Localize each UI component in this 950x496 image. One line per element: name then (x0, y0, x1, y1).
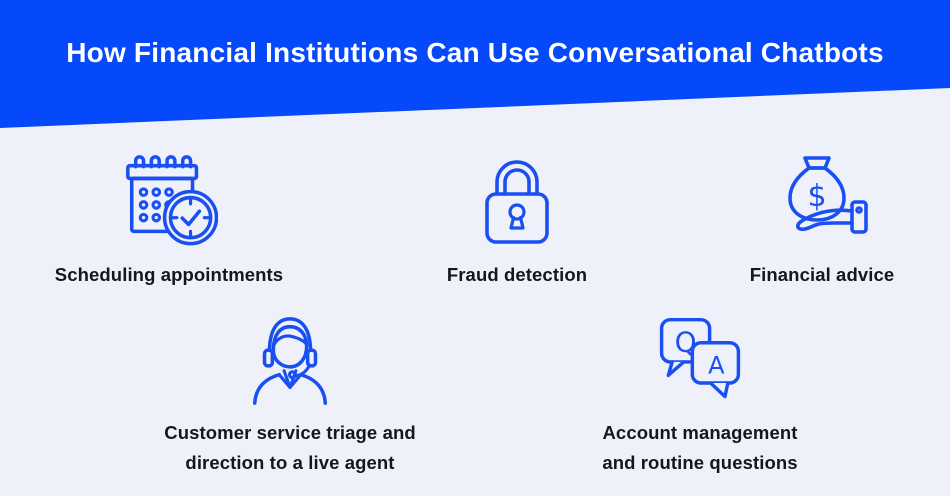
label-line-2: direction to a live agent (185, 452, 395, 473)
a-glyph: A (708, 351, 725, 379)
padlock-icon (467, 148, 567, 252)
page-title: How Financial Institutions Can Use Conve… (66, 37, 884, 68)
support-agent-icon (241, 312, 339, 408)
label-line-1: Account management (602, 422, 798, 443)
item-fraud-detection: Fraud detection (377, 148, 657, 290)
label-line-1: Customer service triage and (164, 422, 416, 443)
label-line-2: and routine questions (602, 452, 798, 473)
item-scheduling-appointments: Scheduling appointments (24, 148, 314, 290)
item-label: Scheduling appointments (54, 264, 284, 285)
header-band: How Financial Institutions Can Use Conve… (0, 0, 950, 128)
item-label: Customer service triage and direction to… (164, 418, 416, 478)
item-financial-advice: $ Financial advice (702, 148, 942, 290)
item-label: Account management and routine questions (602, 418, 797, 478)
calendar-clock-icon (120, 148, 218, 252)
money-bag-hand-icon: $ (772, 148, 872, 252)
item-label: Fraud detection (446, 264, 588, 285)
item-customer-service-triage: Customer service triage and direction to… (115, 312, 465, 478)
item-label: Financial advice (749, 264, 895, 285)
qa-chat-bubbles-icon: Q A (652, 312, 748, 408)
dollar-glyph: $ (807, 179, 826, 214)
item-account-management: Q A Account management and routine quest… (540, 312, 860, 478)
